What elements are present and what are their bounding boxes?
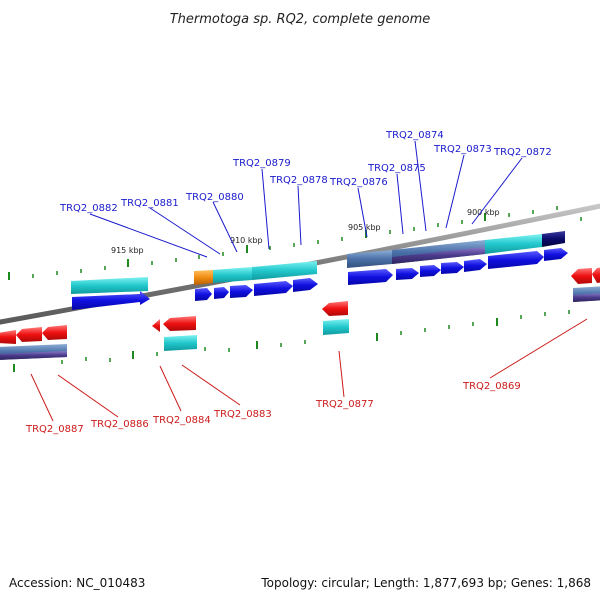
cds-arrow[interactable] — [464, 259, 487, 272]
cds-arrow[interactable] — [293, 278, 318, 292]
reverse-gene-track — [0, 267, 600, 360]
gene-label[interactable]: TRQ2_0874 — [385, 130, 444, 141]
gene-label[interactable]: TRQ2_0880 — [185, 192, 244, 203]
cds-arrow-reverse[interactable] — [42, 325, 67, 340]
cds-arrow[interactable] — [214, 287, 229, 299]
cds-arrow-reverse[interactable] — [322, 301, 348, 316]
cds-arrow-reverse[interactable] — [592, 267, 600, 283]
forward-leader-lines — [89, 140, 523, 258]
gene-block[interactable] — [71, 277, 148, 294]
cds-arrow[interactable] — [72, 291, 150, 310]
gene-block[interactable] — [252, 261, 317, 280]
cds-arrow-reverse[interactable] — [0, 330, 16, 344]
cds-arrow[interactable] — [348, 269, 393, 285]
scale-label-900: 900 kbp — [467, 208, 500, 217]
accession-text: Accession: NC_010483 — [9, 576, 145, 590]
gene-block[interactable] — [0, 351, 67, 360]
cds-arrow[interactable] — [396, 268, 419, 280]
reverse-gene-labels: TRQ2_0887 TRQ2_0886 TRQ2_0884 TRQ2_0883 … — [25, 381, 521, 435]
scale-label-905: 905 kbp — [348, 223, 381, 232]
gene-label[interactable]: TRQ2_0886 — [90, 419, 149, 430]
forward-gene-track — [71, 231, 568, 310]
gene-label[interactable]: TRQ2_0887 — [25, 424, 84, 435]
cds-arrow[interactable] — [420, 265, 441, 277]
gene-block[interactable] — [392, 247, 485, 264]
gene-label[interactable]: TRQ2_0878 — [269, 175, 328, 186]
gene-label[interactable]: TRQ2_0877 — [315, 399, 374, 410]
gene-block[interactable] — [485, 234, 542, 254]
gene-block[interactable] — [213, 267, 252, 283]
cds-arrow-reverse[interactable] — [571, 268, 592, 284]
scale-label-910: 910 kbp — [230, 236, 263, 245]
gene-block[interactable] — [194, 270, 213, 285]
map-title: Thermotoga sp. RQ2, complete genome — [170, 12, 431, 27]
gene-block[interactable] — [542, 231, 565, 247]
gene-label[interactable]: TRQ2_0883 — [213, 409, 272, 420]
gene-label[interactable]: TRQ2_0884 — [152, 415, 211, 426]
scale-ticks — [8, 206, 582, 372]
cds-arrow[interactable] — [488, 251, 544, 269]
gene-label[interactable]: TRQ2_0881 — [120, 198, 179, 209]
scale-label-915: 915 kbp — [111, 246, 144, 255]
cds-arrow[interactable] — [254, 281, 293, 296]
reverse-leader-lines — [30, 318, 588, 422]
cds-arrow-reverse[interactable] — [163, 316, 196, 331]
gene-label[interactable]: TRQ2_0875 — [367, 163, 426, 174]
gene-block[interactable] — [347, 250, 392, 268]
cds-arrow[interactable] — [230, 285, 253, 298]
gene-block[interactable] — [164, 335, 197, 351]
gene-label[interactable]: TRQ2_0869 — [462, 381, 521, 392]
cds-arrow[interactable] — [441, 262, 464, 274]
gene-label[interactable]: TRQ2_0872 — [493, 147, 552, 158]
cds-arrow-reverse[interactable] — [152, 319, 160, 332]
cds-arrow[interactable] — [544, 248, 568, 261]
cds-arrow-reverse[interactable] — [16, 327, 42, 342]
gene-label[interactable]: TRQ2_0873 — [433, 144, 492, 155]
forward-gene-labels: TRQ2_0882 TRQ2_0881 TRQ2_0880 TRQ2_0879 … — [59, 130, 552, 214]
gene-label[interactable]: TRQ2_0879 — [232, 158, 291, 169]
genome-summary-text: Topology: circular; Length: 1,877,693 bp… — [260, 576, 591, 590]
gene-label[interactable]: TRQ2_0882 — [59, 203, 118, 214]
gene-label[interactable]: TRQ2_0876 — [329, 177, 388, 188]
gene-block[interactable] — [573, 293, 600, 302]
cds-arrow[interactable] — [195, 288, 212, 301]
gene-block[interactable] — [323, 319, 349, 335]
